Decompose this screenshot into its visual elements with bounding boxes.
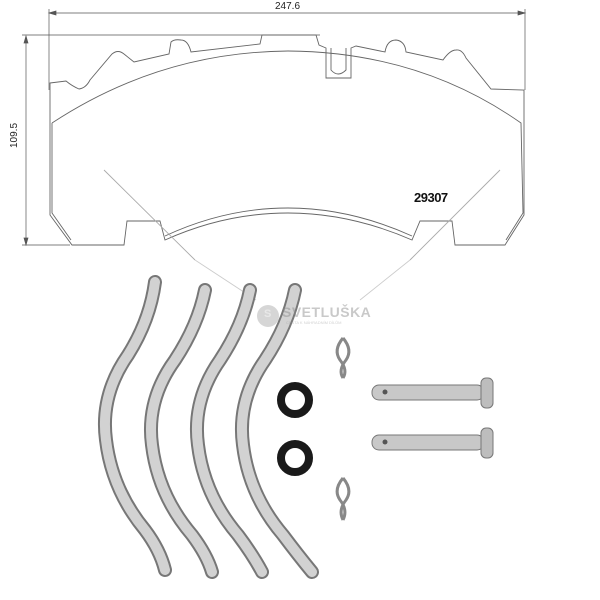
r-clip — [335, 337, 351, 379]
pin — [371, 427, 494, 459]
r-clip — [335, 477, 351, 521]
height-dimension: 109.5 — [9, 122, 21, 149]
spring — [144, 283, 219, 579]
retaining-springs — [97, 275, 319, 579]
watermark-tagline: CESTA K NÁHRADNÍM DÍLŮM — [286, 320, 342, 325]
watermark-logo-icon — [257, 305, 279, 327]
dimension-lines — [22, 9, 527, 247]
watermark-brand: SVETLUŠKA — [282, 304, 372, 320]
spring — [189, 283, 269, 579]
pin — [371, 377, 494, 409]
width-dimension: 247.6 — [275, 1, 301, 12]
washers — [277, 382, 313, 476]
washer — [277, 440, 313, 476]
watermark-logo-letter: S — [264, 308, 272, 320]
pad-outline — [49, 34, 525, 301]
washer — [277, 382, 313, 418]
clevis-pins — [371, 377, 494, 459]
r-clips — [335, 337, 351, 521]
part-number: 29307 — [414, 190, 448, 205]
spring — [234, 283, 319, 579]
spring — [97, 275, 172, 577]
